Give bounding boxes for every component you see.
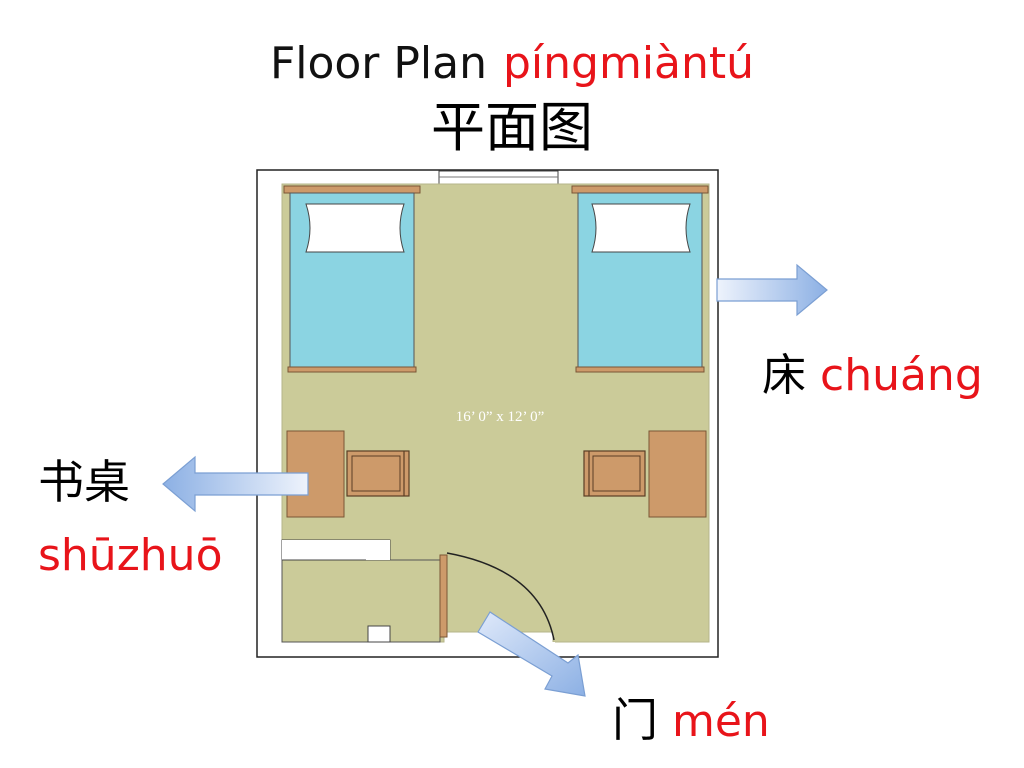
bed-right xyxy=(571,185,709,373)
arrow-to-bed-icon xyxy=(716,263,828,317)
arrow-to-desk-icon xyxy=(162,455,309,513)
door-pinyin: mén xyxy=(672,696,770,747)
title-pinyin: píngmiàntú xyxy=(503,38,755,89)
arrow-to-door-icon xyxy=(477,611,586,697)
bed-label: 床 chuáng xyxy=(762,350,983,402)
bed-pinyin: chuáng xyxy=(820,350,983,401)
window xyxy=(438,170,559,185)
desk-hanzi: 书桌 xyxy=(38,455,130,509)
room-dimensions: 16’ 0” x 12’ 0” xyxy=(456,409,545,425)
title-english: Floor Plan xyxy=(269,38,487,89)
chair-right xyxy=(583,450,646,497)
chair-left xyxy=(346,450,410,497)
page-title: Floor Plan píngmiàntú xyxy=(0,38,1024,90)
closet xyxy=(281,539,441,643)
door-hanzi: 门 xyxy=(612,693,658,747)
bed-hanzi: 床 xyxy=(762,350,806,401)
door-label: 门 mén xyxy=(612,694,770,748)
title-hanzi: 平面图 xyxy=(431,96,593,159)
desk-right xyxy=(648,430,707,518)
desk-pinyin: shūzhuō xyxy=(38,530,223,581)
bed-left xyxy=(283,185,421,373)
